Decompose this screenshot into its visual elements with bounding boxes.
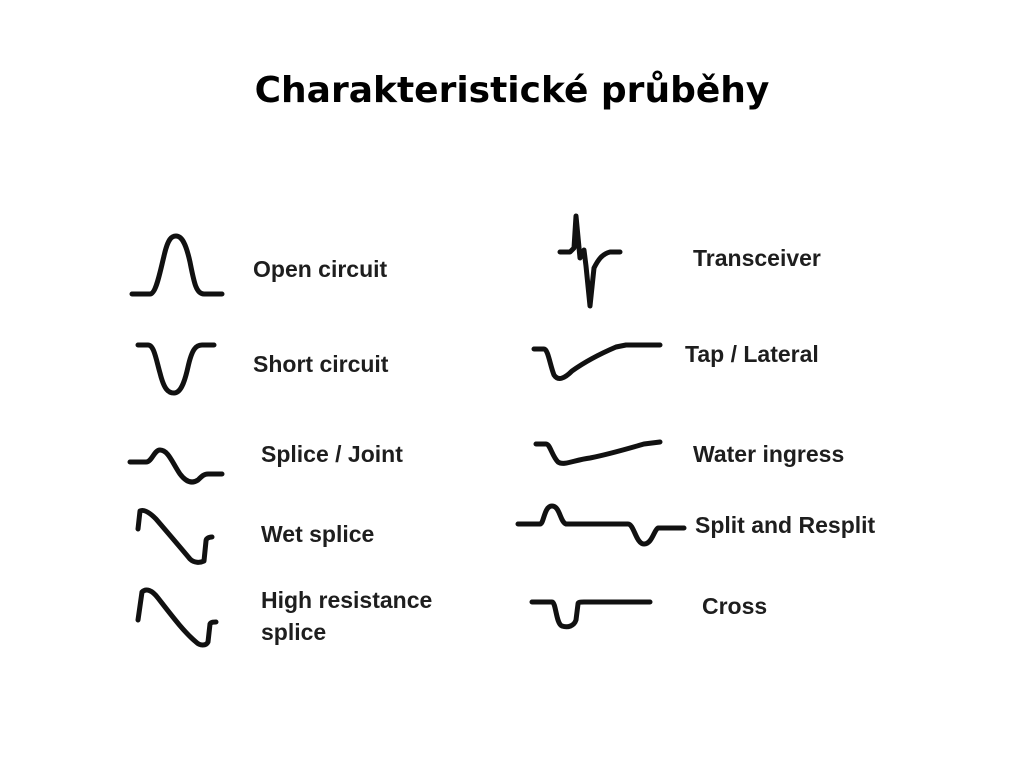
legend-label-water-ingress: Water ingress xyxy=(693,441,845,467)
wet-splice-waveform-icon xyxy=(135,508,215,565)
high-resistance-splice-waveform-icon xyxy=(135,587,219,648)
legend-label-high-resistance-line2: splice xyxy=(261,619,327,645)
transceiver-waveform-icon xyxy=(557,213,623,309)
legend-label-split-resplit: Split and Resplit xyxy=(695,512,876,538)
waveform-legend-figure: Open circuit Short circuit Splice / Join… xyxy=(120,212,908,652)
short-circuit-waveform-icon xyxy=(135,342,217,396)
legend-label-wet-splice: Wet splice xyxy=(261,521,375,547)
cross-waveform-icon xyxy=(529,599,653,630)
legend-label-splice-joint: Splice / Joint xyxy=(261,441,403,467)
splice-joint-waveform-icon xyxy=(127,447,225,485)
legend-label-tap-lateral: Tap / Lateral xyxy=(685,341,819,367)
split-resplit-waveform-icon xyxy=(515,503,687,547)
legend-label-cross: Cross xyxy=(702,593,768,619)
legend-label-high-resistance-line1: High resistance xyxy=(261,587,433,613)
water-ingress-waveform-icon xyxy=(533,439,663,466)
open-circuit-waveform-icon xyxy=(129,233,225,297)
legend-label-short-circuit: Short circuit xyxy=(253,351,389,377)
legend-label-transceiver: Transceiver xyxy=(693,245,821,271)
legend-label-open-circuit: Open circuit xyxy=(253,256,388,282)
tap-lateral-waveform-icon xyxy=(531,342,663,381)
slide-title: Charakteristické průběhy xyxy=(254,70,770,111)
